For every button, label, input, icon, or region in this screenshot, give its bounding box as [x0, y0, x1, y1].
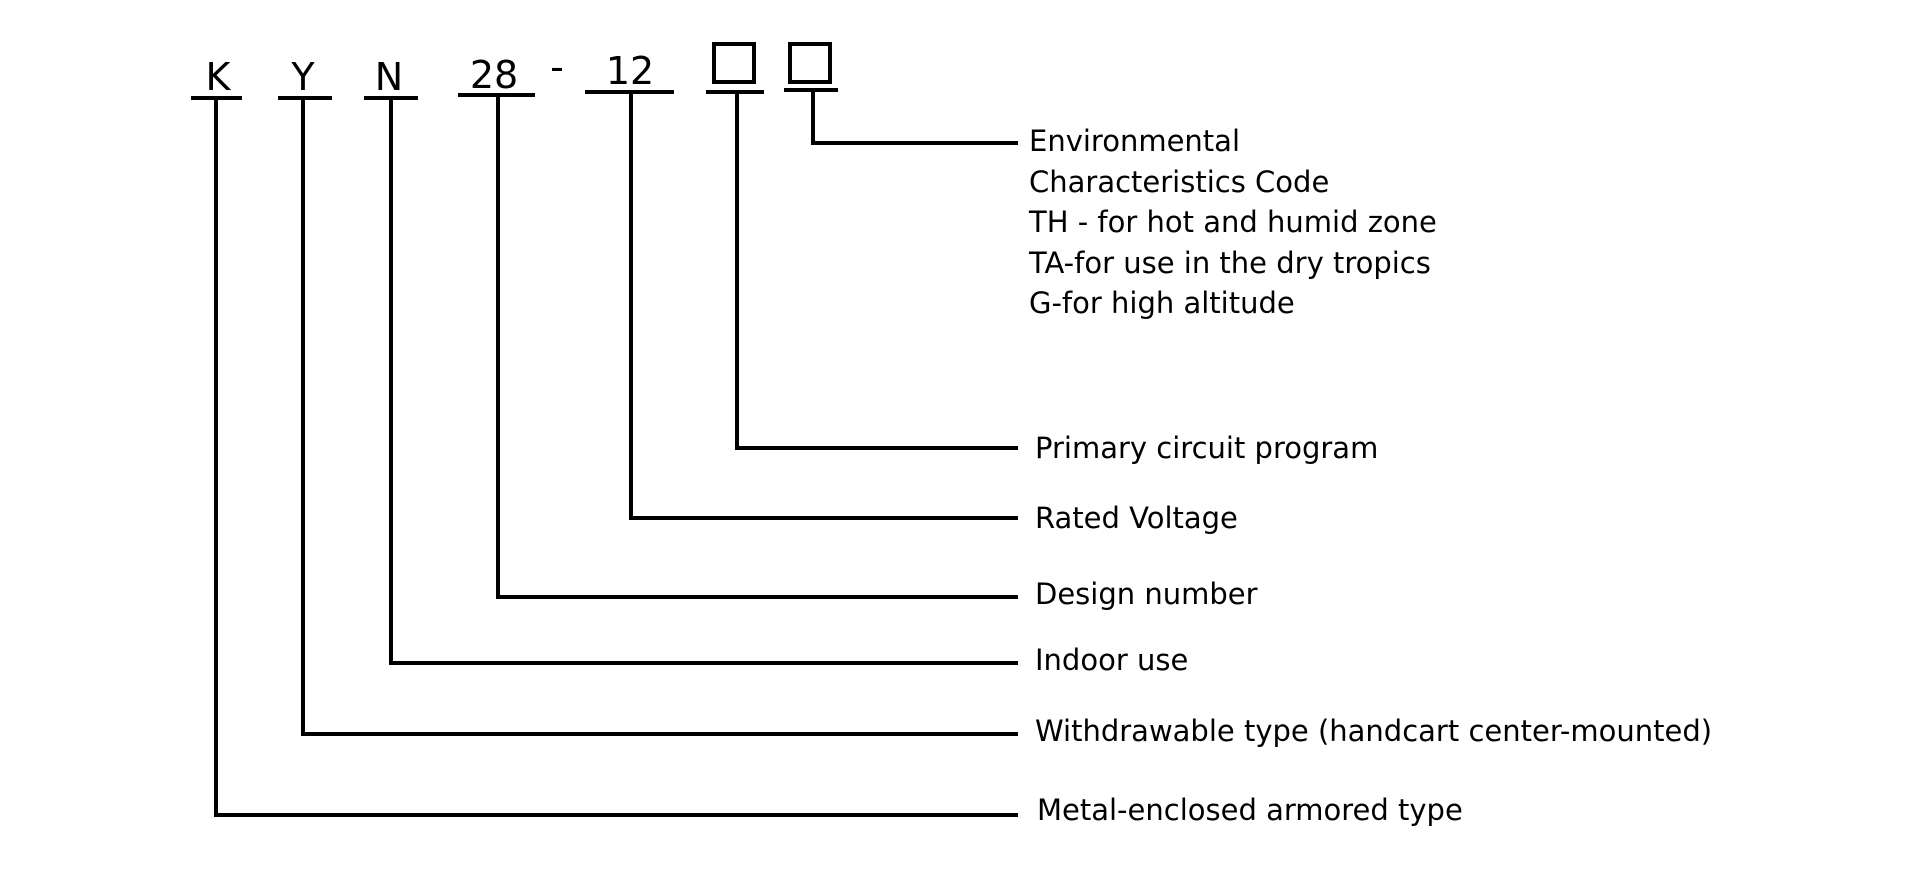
environmental-line-5: G-for high altitude — [1029, 286, 1295, 320]
primary-circuit-label: Primary circuit program — [1035, 431, 1378, 465]
code-voltage: 12 — [606, 49, 654, 93]
connector-indoor-use — [389, 96, 1018, 665]
code-dash: - — [550, 45, 564, 89]
code-design-number: 28 — [470, 53, 518, 97]
connector-withdrawable — [301, 96, 1018, 736]
connector-rated-voltage — [629, 90, 1018, 520]
environmental-line-3: TH - for hot and humid zone — [1028, 205, 1437, 239]
metal-enclosed-label: Metal-enclosed armored type — [1037, 793, 1463, 827]
code-letter-y: Y — [290, 55, 315, 99]
connector-primary-circuit — [735, 90, 1018, 450]
code-letter-n: N — [375, 55, 403, 99]
placeholder-box-primary-circuit — [712, 42, 756, 84]
environmental-line-1: Environmental — [1029, 124, 1240, 158]
environmental-line-4: TA-for use in the dry tropics — [1028, 246, 1431, 280]
environmental-line-2: Characteristics Code — [1029, 165, 1329, 199]
code-letter-k: K — [206, 55, 232, 99]
connector-environmental — [811, 88, 1018, 145]
design-number-label: Design number — [1035, 577, 1258, 611]
connector-design-number — [496, 93, 1018, 599]
environmental-description: Environmental Characteristics Code TH - … — [1028, 124, 1437, 320]
connector-metal-enclosed — [214, 96, 1018, 817]
indoor-use-label: Indoor use — [1035, 643, 1188, 677]
withdrawable-label: Withdrawable type (handcart center-mount… — [1035, 714, 1712, 748]
placeholder-box-environmental — [788, 42, 832, 84]
rated-voltage-label: Rated Voltage — [1035, 501, 1238, 535]
